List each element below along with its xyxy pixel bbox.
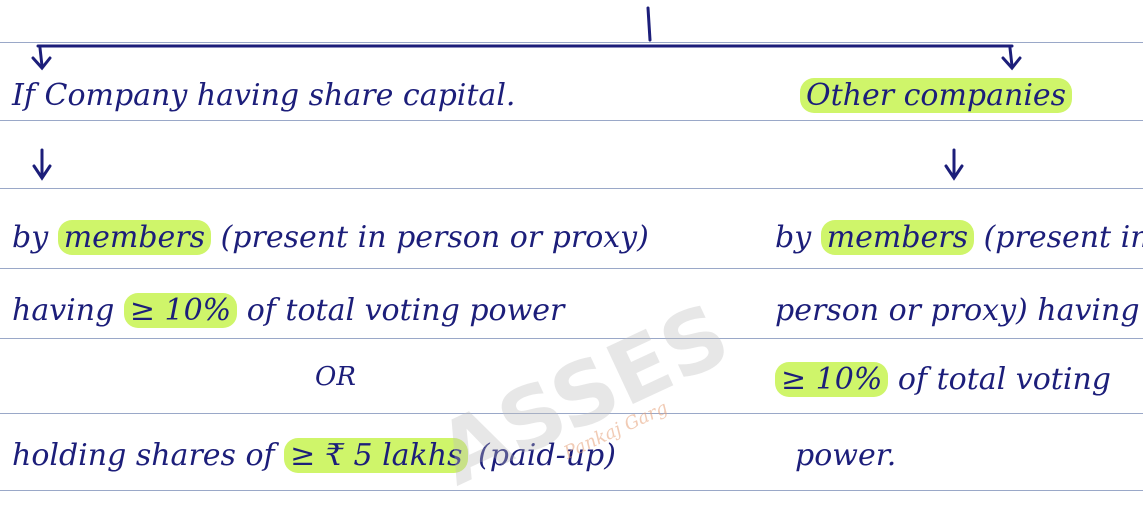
right-arrow-head bbox=[1001, 56, 1022, 71]
ruled-line bbox=[0, 413, 1143, 414]
left-down-arrow-head bbox=[32, 164, 52, 181]
left-arrow-head bbox=[31, 56, 52, 71]
ruled-line bbox=[0, 120, 1143, 121]
ruled-line bbox=[0, 268, 1143, 269]
ruled-line bbox=[0, 188, 1143, 189]
ruled-line bbox=[0, 490, 1143, 491]
text: by bbox=[775, 220, 821, 255]
text: (present in person or proxy) bbox=[211, 220, 649, 255]
highlight: ≥ 10% bbox=[123, 293, 238, 328]
left-heading: If Company having share capital. bbox=[12, 78, 516, 113]
text: (present in bbox=[974, 220, 1143, 255]
text: having bbox=[12, 293, 124, 328]
text: (paid-up) bbox=[468, 438, 616, 473]
text: by bbox=[12, 220, 58, 255]
text: of total voting power bbox=[237, 293, 565, 328]
right-branch-drop bbox=[1008, 46, 1014, 68]
right-down-arrow-head bbox=[944, 164, 964, 181]
highlight: members bbox=[820, 220, 975, 255]
left-branch-drop bbox=[38, 46, 44, 68]
ruled-line bbox=[0, 338, 1143, 339]
highlight: ≥ 10% bbox=[775, 362, 889, 397]
left-line-2: having ≥ 10% of total voting power bbox=[12, 293, 564, 328]
right-line-3: ≥ 10% of total voting bbox=[775, 362, 1111, 397]
left-line-1: by members (present in person or proxy) bbox=[12, 220, 649, 255]
highlight: ≥ ₹ 5 lakhs bbox=[284, 438, 469, 473]
text: holding shares of bbox=[12, 438, 285, 473]
highlight: members bbox=[57, 220, 212, 255]
text: of total voting bbox=[888, 362, 1111, 397]
stem-line bbox=[646, 6, 652, 42]
ruled-line bbox=[0, 42, 1143, 43]
left-line-or: OR bbox=[315, 362, 356, 392]
right-heading: Other companies bbox=[800, 78, 1073, 113]
highlight: Other companies bbox=[800, 78, 1073, 113]
right-line-4: power. bbox=[795, 438, 897, 473]
right-line-1: by members (present in bbox=[775, 220, 1143, 255]
right-line-2: person or proxy) having bbox=[775, 293, 1140, 328]
left-line-4: holding shares of ≥ ₹ 5 lakhs (paid-up) bbox=[12, 438, 616, 473]
